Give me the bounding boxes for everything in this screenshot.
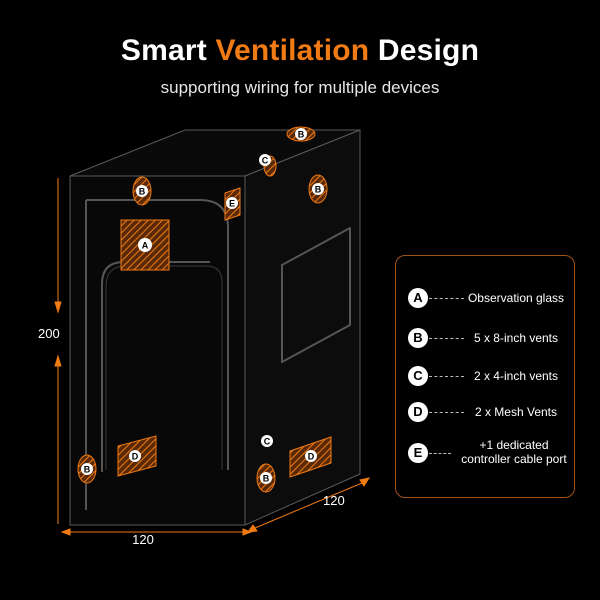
legend-letter-d: D — [408, 402, 428, 422]
vent-b-roof: B — [286, 126, 316, 142]
svg-text:B: B — [298, 130, 305, 140]
legend-letter-b: B — [408, 328, 428, 348]
dimension-height: 200 — [38, 326, 60, 341]
vent-b-side-bottom: B — [256, 463, 276, 493]
legend-letter-e: E — [408, 443, 428, 463]
marker-a: A — [142, 241, 149, 251]
title-smart: Smart — [120, 34, 207, 67]
legend-dash-e — [429, 453, 451, 454]
svg-text:C: C — [262, 156, 269, 166]
legend-dash-a — [429, 298, 464, 299]
svg-text:B: B — [139, 187, 146, 197]
legend-item-d: D 2 x Mesh Vents — [396, 402, 576, 432]
legend-letter-a: A — [408, 288, 428, 308]
page-title: Smart Ventilation Design — [0, 34, 600, 68]
legend-dash-c — [429, 376, 464, 377]
title-design: Design — [377, 34, 480, 67]
legend-letter-c: C — [408, 366, 428, 386]
legend-item-e: E +1 dedicated controller cable port — [396, 438, 576, 478]
vent-c-bottom: C — [261, 435, 273, 447]
legend-panel: A Observation glass B 5 x 8-inch vents C… — [395, 255, 575, 498]
svg-text:B: B — [263, 474, 270, 484]
mesh-vent-d-side: D — [289, 436, 332, 478]
legend-text-e-line2: controller cable port — [461, 452, 567, 466]
legend-dash-d — [429, 412, 464, 413]
vent-b-front-bottom: B — [77, 454, 97, 484]
vent-b-side-top: B — [308, 174, 328, 204]
legend-item-a: A Observation glass — [396, 288, 576, 318]
tent-frame — [69, 129, 361, 526]
title-ventilation: Ventilation — [215, 34, 370, 67]
marker-a-circle — [138, 238, 152, 252]
svg-text:D: D — [132, 452, 139, 462]
side-window-outline — [281, 227, 351, 363]
legend-text-a: Observation glass — [467, 291, 565, 305]
svg-text:C: C — [264, 437, 271, 447]
mesh-vent-d-front: D — [117, 435, 157, 477]
legend-text-c: 2 x 4-inch vents — [473, 369, 559, 383]
legend-text-b: 5 x 8-inch vents — [473, 331, 559, 345]
marker-e: E — [229, 199, 235, 209]
vent-c-top: C — [259, 154, 277, 177]
marker-e-circle — [226, 197, 238, 209]
legend-item-b: B 5 x 8-inch vents — [396, 328, 576, 358]
svg-text:D: D — [308, 452, 315, 462]
legend-text-d: 2 x Mesh Vents — [474, 405, 558, 419]
legend-dash-b — [429, 338, 464, 339]
legend-text-e-line1: +1 dedicated — [479, 438, 549, 452]
dimension-width: 120 — [132, 532, 154, 547]
legend-item-c: C 2 x 4-inch vents — [396, 366, 576, 396]
dimension-depth: 120 — [323, 493, 345, 508]
legend-text-e: +1 dedicated controller cable port — [452, 438, 576, 466]
front-door-outline — [85, 199, 229, 510]
dimension-lines — [54, 178, 371, 536]
page-subtitle: supporting wiring for multiple devices — [160, 78, 440, 97]
svg-text:B: B — [315, 185, 322, 195]
svg-text:B: B — [84, 465, 91, 475]
vent-b-front-top: B — [132, 176, 152, 206]
